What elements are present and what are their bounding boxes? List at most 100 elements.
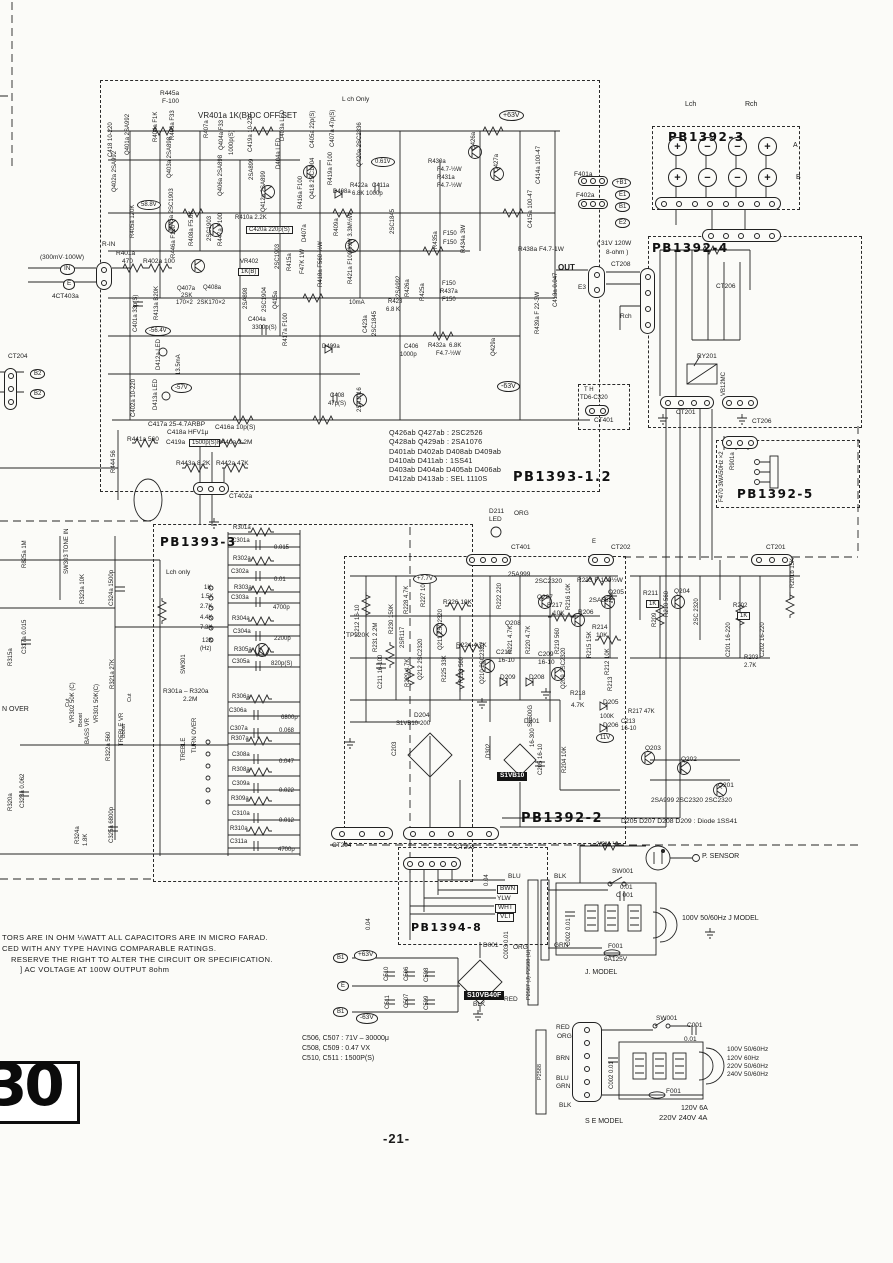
schematic-label: VB12MC <box>721 371 727 396</box>
schematic-label: F150 <box>443 240 457 246</box>
schematic-label: D001 <box>483 942 499 949</box>
schematic-label: CT204 <box>332 842 352 849</box>
schematic-label: 1.8K <box>83 833 89 846</box>
schematic-label: Q402a 2SA992 <box>112 150 118 192</box>
connector <box>466 554 511 566</box>
schematic-label: R447a F100 <box>218 212 224 246</box>
speaker-terminal: + <box>668 168 687 187</box>
cap-note-line: C510, C511 : 1500P(S) <box>302 1054 375 1062</box>
schematic-label: C401a 33p(S) <box>133 294 139 332</box>
schematic-label: C306a <box>229 708 247 714</box>
schematic-label: D407a <box>302 224 308 242</box>
schematic-label: C324a 1500p <box>109 569 115 606</box>
schematic-label: R213 <box>608 676 614 691</box>
schematic-label: Boost <box>78 712 84 727</box>
schematic-label: D209 <box>500 674 516 681</box>
schematic-label: E3 <box>578 284 586 291</box>
schematic-label: E1 <box>615 190 631 200</box>
schematic-label: Q211 2SC2320 <box>438 609 444 650</box>
schematic-label: 2SA992 <box>396 275 402 297</box>
schematic-label: Q208 <box>505 620 521 627</box>
schematic-label: 16-10 <box>498 657 515 664</box>
schematic-label: D403a LED <box>280 109 286 141</box>
schematic-label: S1VB10 <box>497 772 528 781</box>
schematic-label: C205 16-10 <box>538 743 544 775</box>
schematic-label: ORG <box>513 944 528 951</box>
schematic-label: 2SR117 <box>400 626 406 648</box>
schematic-label: 2SC 2320 <box>694 598 700 625</box>
schematic-label: Lch only <box>166 569 191 576</box>
schematic-label: OUT <box>558 263 575 272</box>
schematic-label: R401a <box>116 250 136 257</box>
schematic-label: D409a <box>322 344 340 350</box>
schematic-label: TREBLE <box>181 737 187 761</box>
legend-line: D412ab D413ab : SEL 1110S <box>389 474 488 484</box>
schematic-label: C307a <box>230 726 248 732</box>
schematic-label: BASS VR <box>85 717 91 744</box>
schematic-label: Q205 <box>608 589 624 596</box>
schematic-label: ( 31V 120W <box>597 240 632 247</box>
schematic-label: C323a 0.062 <box>20 773 26 808</box>
schematic-label: C310a <box>232 811 250 817</box>
schematic-label: 1000p <box>400 352 417 358</box>
schematic-label: 0.047 <box>279 759 295 765</box>
schematic-label: 100K <box>600 714 615 720</box>
schematic-label: R227 10K <box>421 580 427 607</box>
schematic-label: D208 <box>529 674 545 681</box>
schematic-label: F4.7-½W <box>436 351 461 357</box>
schematic-label: R413a B20K <box>154 285 160 320</box>
schematic-label: R211 <box>643 590 659 597</box>
schematic-label: R441a 560 <box>127 436 159 443</box>
schematic-label: S E MODEL <box>585 1118 624 1125</box>
schematic-label: Q204 <box>674 588 690 595</box>
schematic-label: Q418 2SC1904 <box>310 157 316 199</box>
schematic-label: R440a 2.2M <box>217 439 253 446</box>
schematic-label: R444 56 <box>111 450 117 473</box>
speaker-terminal: − <box>698 137 717 156</box>
schematic-label: C210 <box>496 649 512 656</box>
schematic-label: C511 <box>385 995 391 1009</box>
schematic-label: Q420a 2SC2336 <box>357 122 363 167</box>
connector <box>403 857 461 870</box>
schematic-label: R825a 1M <box>22 540 28 568</box>
schematic-label: C301a <box>232 538 250 544</box>
connector <box>702 229 781 242</box>
schematic-label: R310a <box>230 826 248 832</box>
schematic-label: R231 2.2M <box>373 622 379 652</box>
schematic-label: C309a <box>232 781 250 787</box>
schematic-label: P2587 (J) P2588 (U) <box>526 949 532 1000</box>
schematic-label: C304a <box>233 629 251 635</box>
speaker-terminal: + <box>668 137 687 156</box>
connector <box>331 827 393 840</box>
schematic-label: -56.4V <box>145 326 171 336</box>
schematic-label: R406a F33 <box>170 110 176 140</box>
schematic-label: F150 <box>442 297 456 303</box>
schematic-label: 1000p(S) <box>229 130 235 155</box>
schematic-label: BWN <box>497 885 519 894</box>
schematic-label: B1 <box>333 953 349 963</box>
schematic-label: 6.8 K <box>386 307 401 313</box>
schematic-label: B <box>796 174 801 181</box>
schematic-label: 6800p <box>281 715 298 721</box>
schematic-label: 4.7K <box>571 702 585 709</box>
schematic-label: C003 0.01 <box>504 931 510 959</box>
connector <box>588 554 614 566</box>
legend-line: D410ab D411ab : 1SS41 <box>389 455 473 465</box>
schematic-label: 0.012 <box>279 818 295 824</box>
speaker-terminal: − <box>728 137 747 156</box>
schematic-label: -63V <box>497 381 520 392</box>
schematic-label: R229 4.7K <box>405 658 411 687</box>
schematic-label: 6.8K <box>449 343 462 349</box>
schematic-label: SW301 <box>181 654 187 674</box>
schematic-label: C311a <box>230 839 248 845</box>
speaker-terminal: − <box>728 168 747 187</box>
schematic-label: C408 <box>330 393 345 399</box>
schematic-label: (300mV·100W) <box>40 254 85 261</box>
schematic-label: C419a <box>166 439 186 446</box>
schematic-label: VR402 <box>240 259 259 265</box>
schematic-label: R-IN <box>102 241 116 248</box>
schematic-label: SW001 <box>656 1015 678 1022</box>
schematic-label: C201 16-220 <box>726 622 732 657</box>
schematic-label: +7.7V <box>413 574 437 584</box>
